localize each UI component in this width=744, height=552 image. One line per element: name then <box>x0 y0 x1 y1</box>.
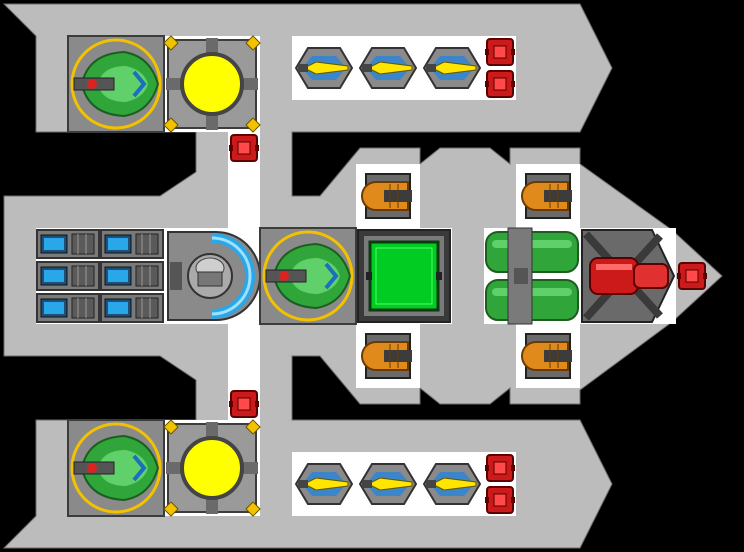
reactor-core-bottom[interactable] <box>163 419 261 517</box>
armor-block-bottom-2[interactable] <box>484 484 516 516</box>
engine-tank[interactable] <box>484 227 580 325</box>
shield-generator-bottom[interactable] <box>67 419 165 517</box>
reactor-core-top[interactable] <box>163 35 261 133</box>
engine-tank-icon <box>485 227 579 325</box>
armor-block-icon <box>677 262 707 290</box>
armor-block-bottom-1[interactable] <box>484 452 516 484</box>
thruster-top-left[interactable] <box>356 164 420 228</box>
thruster-icon <box>521 333 572 379</box>
shield-generator-top[interactable] <box>67 35 165 133</box>
laser-cannon-icon[interactable] <box>422 47 482 89</box>
armor-block-icon <box>485 486 515 514</box>
missile-launcher[interactable] <box>580 228 676 324</box>
battery-cell-icon[interactable] <box>100 261 164 291</box>
missile-launcher-icon <box>581 229 676 323</box>
repair-bay-icon <box>357 229 451 323</box>
armor-block-icon <box>229 390 259 418</box>
battery-cell-icon[interactable] <box>36 261 100 291</box>
thruster-bottom-right[interactable] <box>516 324 580 388</box>
repair-bay[interactable] <box>356 228 452 324</box>
battery-cell-icon[interactable] <box>100 293 164 323</box>
shield-generator-icon <box>259 227 357 325</box>
shield-generator-icon <box>67 35 165 133</box>
armor-block-corridor-top[interactable] <box>228 132 260 164</box>
laser-cannon-row-bottom <box>292 452 484 516</box>
armor-block-top-1[interactable] <box>484 36 516 68</box>
thruster-bottom-left[interactable] <box>356 324 420 388</box>
reactor-core-icon <box>163 35 261 133</box>
armor-block-icon <box>485 70 515 98</box>
thruster-icon <box>361 333 412 379</box>
battery-cell-icon[interactable] <box>100 229 164 259</box>
command-pod[interactable] <box>164 228 261 324</box>
armor-block-icon <box>485 38 515 66</box>
thruster-icon <box>361 173 412 219</box>
laser-cannon-icon[interactable] <box>358 47 418 89</box>
armor-block-top-2[interactable] <box>484 68 516 100</box>
battery-bank <box>36 228 164 324</box>
laser-cannon-icon[interactable] <box>294 47 354 89</box>
armor-block-corridor-bottom[interactable] <box>228 388 260 420</box>
laser-cannon-icon[interactable] <box>294 463 354 505</box>
laser-cannon-icon[interactable] <box>358 463 418 505</box>
armor-block-icon <box>485 454 515 482</box>
armor-block-icon <box>229 134 259 162</box>
reactor-core-icon <box>163 419 261 517</box>
battery-cell-icon[interactable] <box>36 229 100 259</box>
thruster-top-right[interactable] <box>516 164 580 228</box>
laser-cannon-row-top <box>292 36 484 100</box>
shield-generator-icon <box>67 419 165 517</box>
armor-block-nose[interactable] <box>676 260 708 292</box>
shield-generator-mid[interactable] <box>259 227 357 325</box>
command-pod-icon <box>167 231 261 321</box>
battery-cell-icon[interactable] <box>36 293 100 323</box>
laser-cannon-icon[interactable] <box>422 463 482 505</box>
thruster-icon <box>521 173 572 219</box>
